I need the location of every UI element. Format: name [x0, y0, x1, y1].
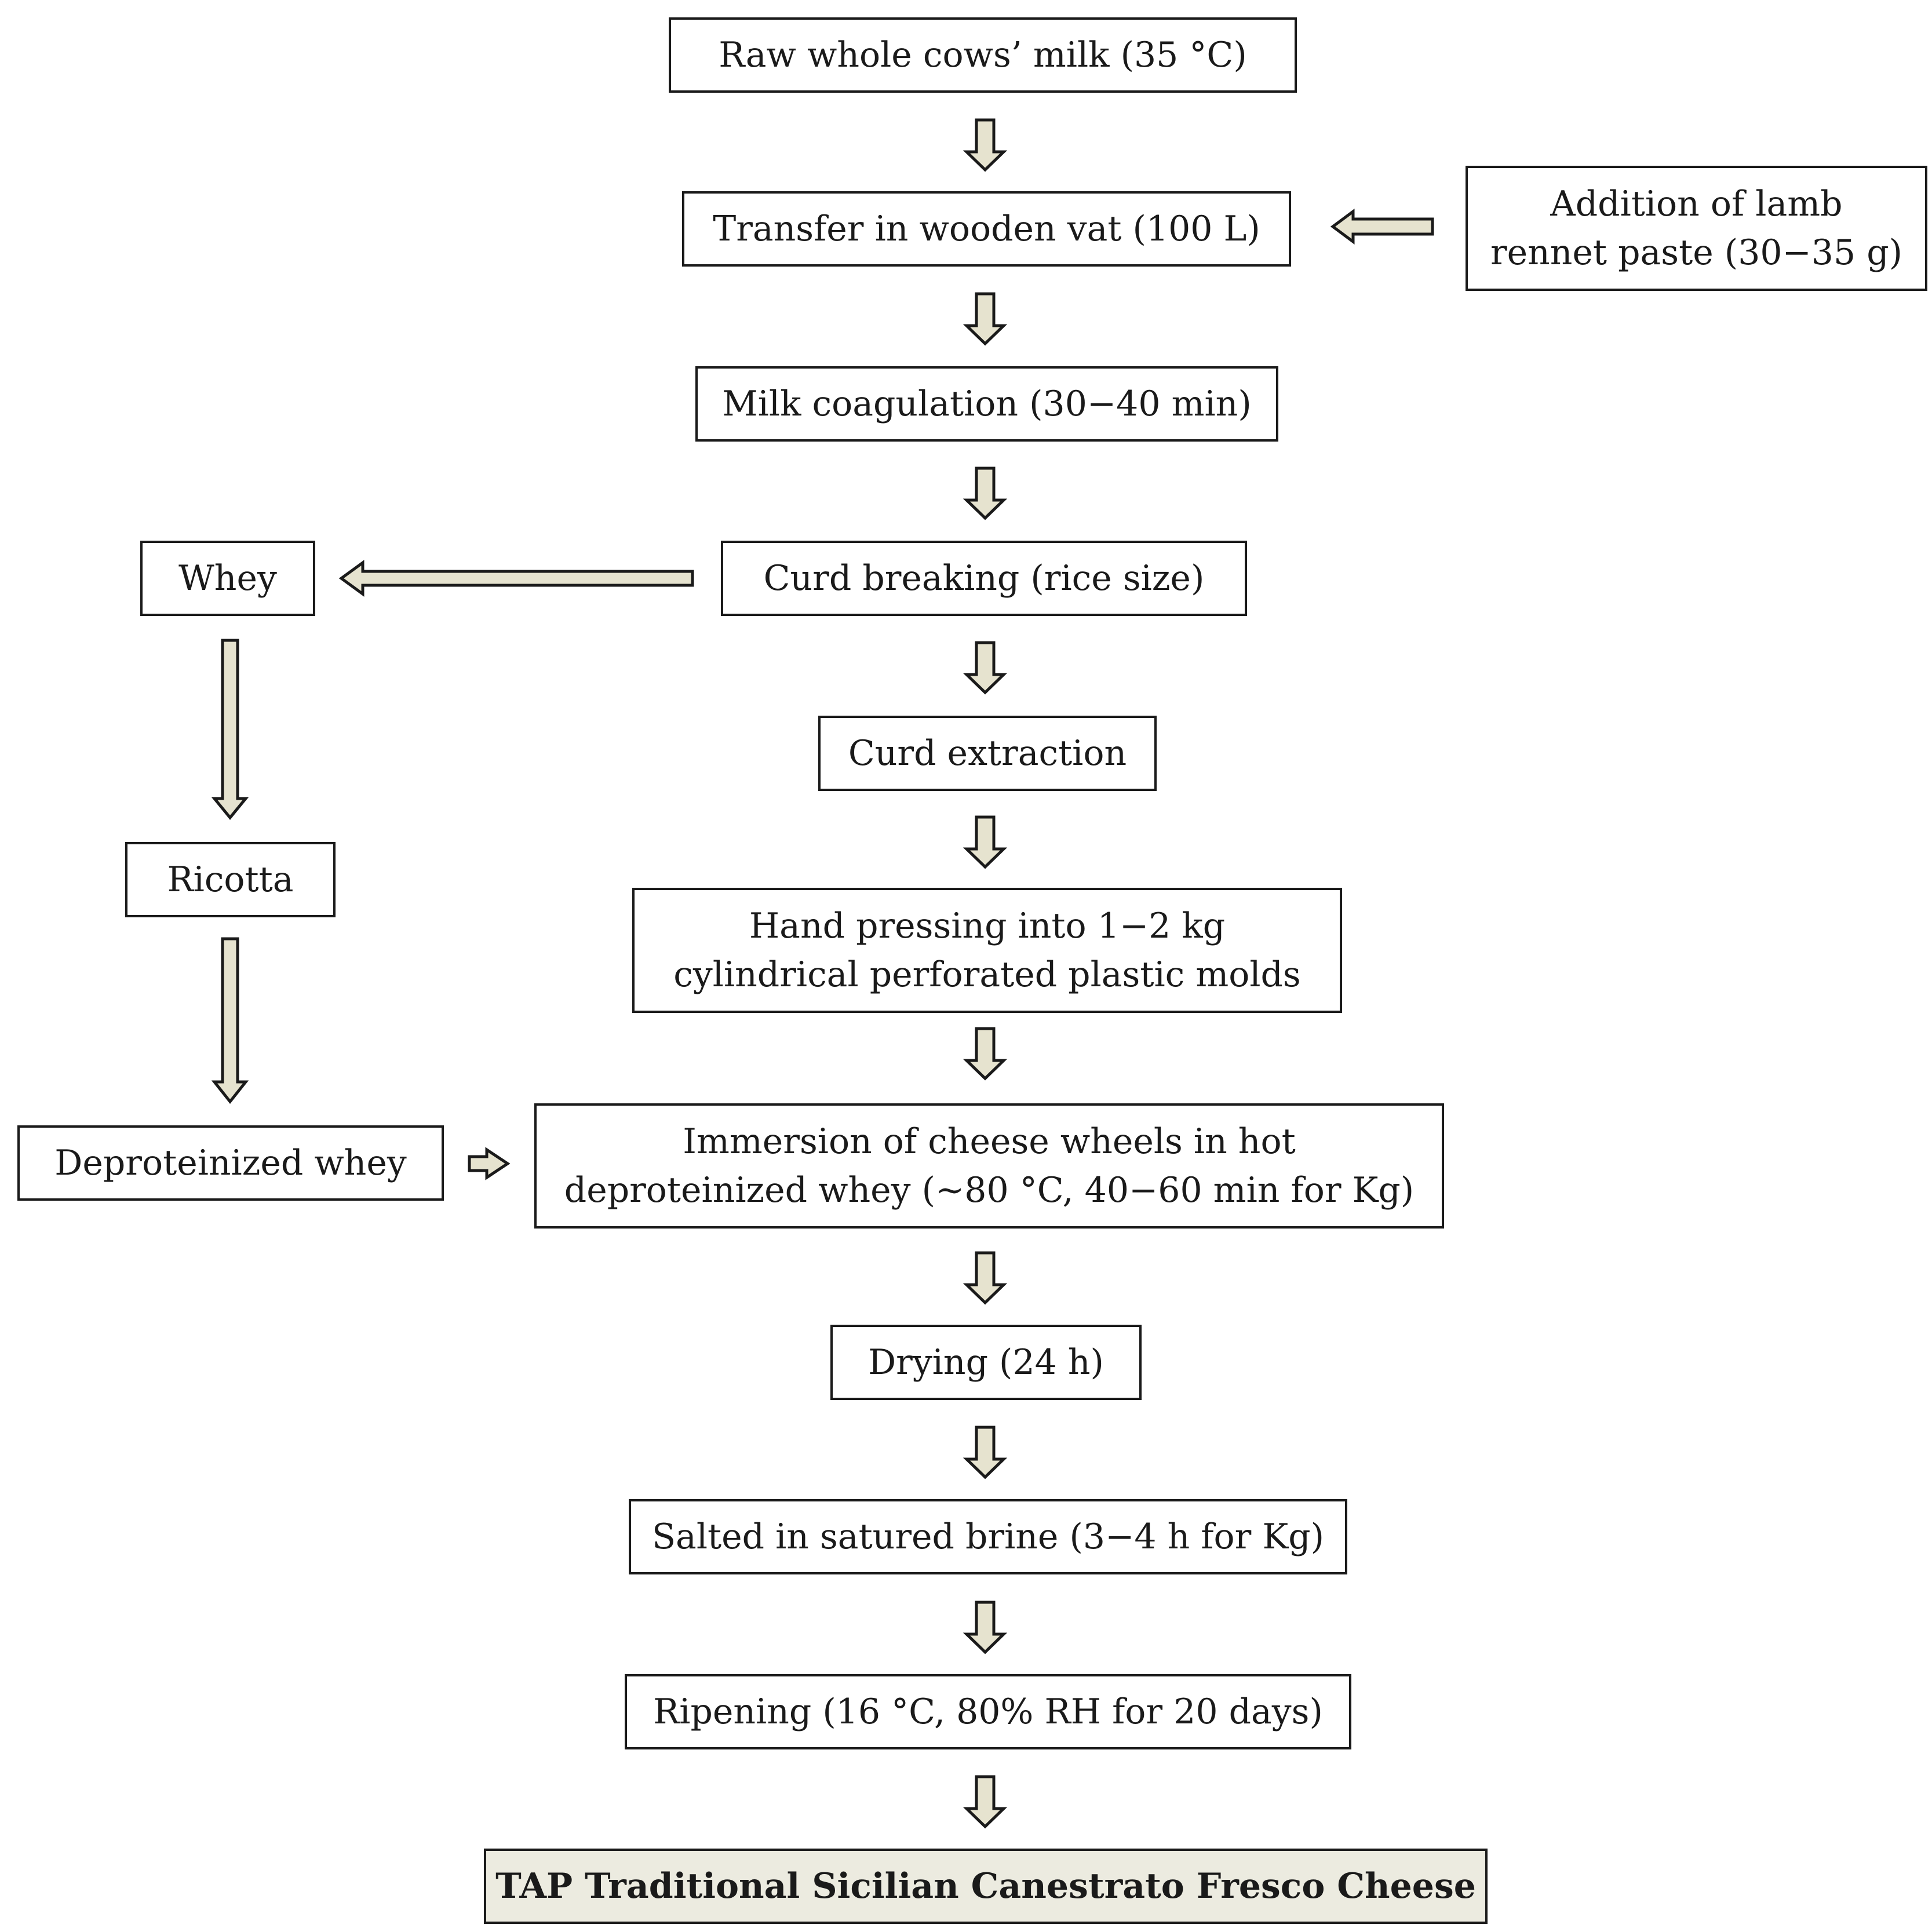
arrow-left-whey	[338, 560, 694, 597]
arrow-down-whey-ricotta	[211, 639, 249, 820]
step-immersion: Immersion of cheese wheels in hot deprot…	[534, 1103, 1444, 1229]
arrow-down-ricotta-deproteinized	[211, 937, 249, 1104]
step-rennet-line2: rennet paste (30−35 g)	[1490, 232, 1903, 273]
step-salting-label: Salted in satured brine (3−4 h for Kg)	[651, 1517, 1325, 1557]
step-hand-pressing: Hand pressing into 1−2 kg cylindrical pe…	[632, 888, 1342, 1013]
arrow-down-1	[963, 118, 1008, 172]
step-raw-milk: Raw whole cows’ milk (35 °C)	[669, 17, 1297, 93]
step-hand-pressing-line1: Hand pressing into 1−2 kg	[749, 906, 1226, 946]
step-rennet-line1: Addition of lamb	[1550, 184, 1843, 224]
step-ricotta-label: Ricotta	[167, 859, 294, 900]
step-rennet-addition: Addition of lamb rennet paste (30−35 g)	[1466, 166, 1927, 291]
step-transfer-label: Transfer in wooden vat (100 L)	[713, 209, 1260, 249]
arrow-down-2	[963, 292, 1008, 346]
step-raw-milk-label: Raw whole cows’ milk (35 °C)	[719, 35, 1247, 75]
step-curd-extraction-label: Curd extraction	[848, 733, 1127, 774]
step-immersion-line2: deproteinized whey (~80 °C, 40−60 min fo…	[564, 1170, 1415, 1211]
step-ripening: Ripening (16 °C, 80% RH for 20 days)	[625, 1674, 1351, 1749]
step-deproteinized-whey: Deproteinized whey	[17, 1125, 444, 1201]
step-transfer: Transfer in wooden vat (100 L)	[682, 191, 1291, 267]
step-whey-label: Whey	[178, 558, 277, 599]
step-whey: Whey	[140, 541, 315, 616]
arrow-down-10	[963, 1775, 1008, 1829]
step-curd-breaking-label: Curd breaking (rice size)	[763, 558, 1205, 599]
step-salting: Salted in satured brine (3−4 h for Kg)	[629, 1499, 1347, 1574]
arrow-down-9	[963, 1601, 1008, 1654]
arrow-right-deproteinized	[468, 1147, 511, 1180]
arrow-down-5	[963, 815, 1008, 869]
final-product-label: TAP Traditional Sicilian Canestrato Fres…	[495, 1866, 1476, 1907]
arrow-down-3	[963, 466, 1008, 520]
step-hand-pressing-text: Hand pressing into 1−2 kg cylindrical pe…	[673, 902, 1300, 999]
arrow-left-rennet	[1330, 209, 1434, 245]
step-immersion-line1: Immersion of cheese wheels in hot	[683, 1121, 1296, 1162]
step-ripening-label: Ripening (16 °C, 80% RH for 20 days)	[653, 1692, 1323, 1732]
step-drying-label: Drying (24 h)	[868, 1342, 1104, 1383]
arrow-down-4	[963, 641, 1008, 695]
step-curd-breaking: Curd breaking (rice size)	[721, 541, 1247, 616]
arrow-down-7	[963, 1251, 1008, 1305]
step-deproteinized-whey-label: Deproteinized whey	[54, 1143, 407, 1183]
step-coagulation-label: Milk coagulation (30−40 min)	[722, 384, 1252, 424]
step-immersion-text: Immersion of cheese wheels in hot deprot…	[564, 1117, 1414, 1215]
arrow-down-6	[963, 1027, 1008, 1081]
step-drying: Drying (24 h)	[830, 1325, 1142, 1400]
final-product: TAP Traditional Sicilian Canestrato Fres…	[484, 1849, 1488, 1924]
step-hand-pressing-line2: cylindrical perforated plastic molds	[673, 954, 1301, 995]
arrow-down-8	[963, 1426, 1008, 1479]
step-ricotta: Ricotta	[125, 842, 336, 917]
step-curd-extraction: Curd extraction	[818, 716, 1157, 791]
step-coagulation: Milk coagulation (30−40 min)	[695, 366, 1278, 442]
step-rennet-text: Addition of lamb rennet paste (30−35 g)	[1490, 180, 1902, 277]
